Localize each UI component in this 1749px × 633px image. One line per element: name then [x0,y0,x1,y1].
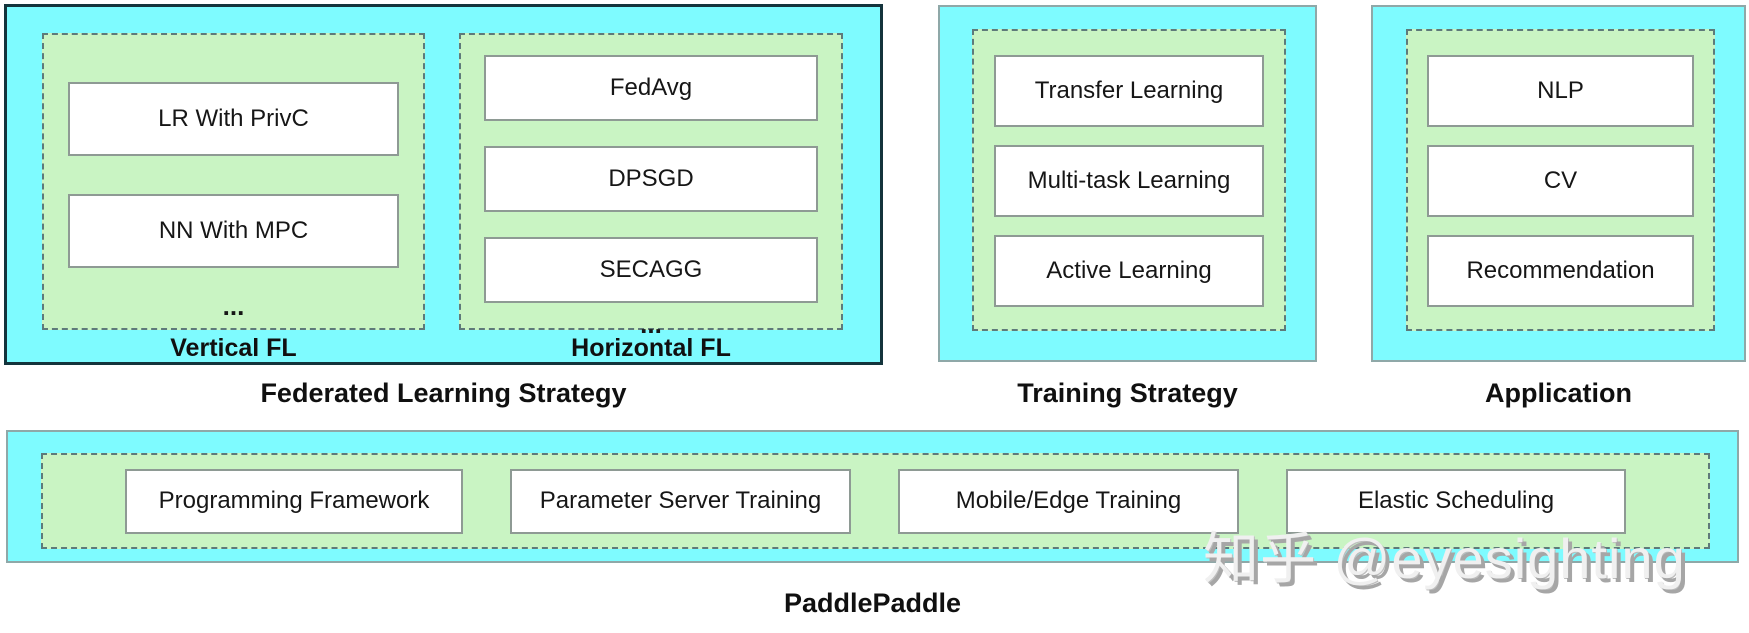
node-label: Elastic Scheduling [1357,487,1555,514]
group-label-horizontal-fl: Horizontal FL [571,334,731,362]
node-label: CV [1543,167,1578,194]
node-label: FedAvg [609,74,693,101]
node-label: Recommendation [1466,257,1655,284]
application-group: NLP CV Recommendation [1406,29,1715,331]
node-label: NLP [1537,77,1584,104]
section-title-federated-learning-strategy: Federated Learning Strategy [260,378,627,408]
node-label: DPSGD [608,165,694,192]
group-label-vertical-fl: Vertical FL [170,334,297,362]
node-label: LR With PrivC [158,105,309,132]
node-multi-task-learning: Multi-task Learning [994,145,1264,217]
node-label: Mobile/Edge Training [955,487,1182,514]
node-label: Programming Framework [158,487,430,514]
section-title-application: Application [1485,378,1632,408]
node-label: Multi-task Learning [1027,167,1231,194]
paddlepaddle-group: Programming Framework Parameter Server T… [41,453,1710,549]
section-title-training-strategy: Training Strategy [1017,378,1238,408]
node-label: Transfer Learning [1034,77,1224,104]
training-strategy-panel: Transfer Learning Multi-task Learning Ac… [938,5,1317,362]
horizontal-fl-group: FedAvg DPSGD SECAGG ... [459,33,843,337]
node-nlp: NLP [1427,55,1694,127]
more-items-ellipsis: ... [222,291,245,321]
federated-learning-strategy-panel: LR With PrivC NN With MPC ... FedAvg DPS… [4,4,883,365]
section-title-paddlepaddle: PaddlePaddle [783,588,962,618]
node-elastic-scheduling: Elastic Scheduling [1286,468,1626,534]
node-label: NN With MPC [158,217,309,244]
node-label: Active Learning [1046,257,1212,284]
node-parameter-server-training: Parameter Server Training [510,468,851,534]
node-secagg: SECAGG [484,237,818,303]
training-strategy-group: Transfer Learning Multi-task Learning Ac… [972,29,1286,331]
node-transfer-learning: Transfer Learning [994,55,1264,127]
node-label: SECAGG [599,256,703,283]
node-nn-with-mpc: NN With MPC [68,194,399,268]
node-label: Parameter Server Training [539,487,822,514]
vertical-fl-group: LR With PrivC NN With MPC ... [42,33,425,330]
more-items-ellipsis: ... [640,309,662,339]
node-active-learning: Active Learning [994,235,1264,307]
application-panel: NLP CV Recommendation [1371,5,1746,362]
node-recommendation: Recommendation [1427,235,1694,307]
node-fedavg: FedAvg [484,55,818,121]
node-lr-with-privc: LR With PrivC [68,82,399,156]
node-mobile-edge-training: Mobile/Edge Training [898,468,1239,534]
node-programming-framework: Programming Framework [125,468,463,534]
watermark: 知乎 @eyesighting [1203,527,1686,590]
node-dpsgd: DPSGD [484,146,818,212]
paddlepaddle-panel: Programming Framework Parameter Server T… [6,430,1739,563]
node-cv: CV [1427,145,1694,217]
